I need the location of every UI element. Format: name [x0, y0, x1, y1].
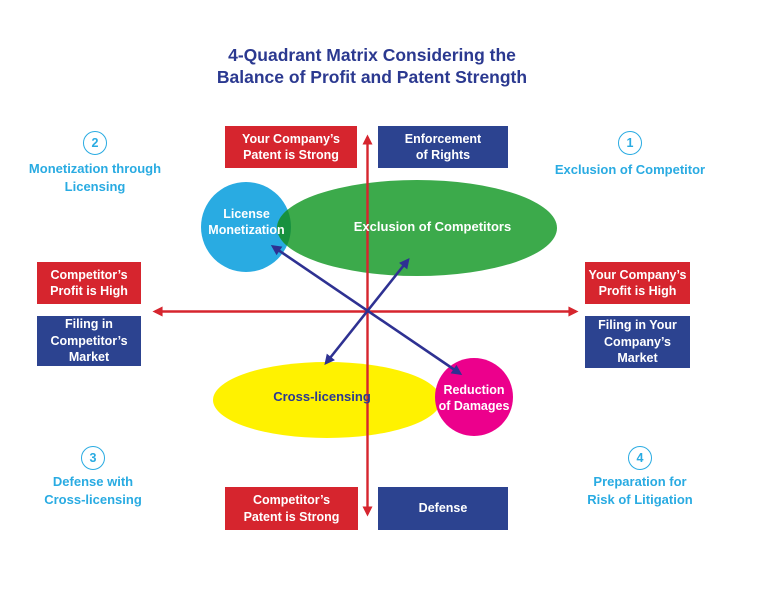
box-enforcement-of-rights: Enforcement of Rights — [378, 126, 508, 168]
box-defense: Defense — [378, 487, 508, 530]
quadrant-label-preparation: Preparation for Risk of Litigation — [587, 474, 693, 507]
reduction-of-damages-circle — [435, 358, 513, 436]
quadrant-label-exclusion: Exclusion of Competitor — [554, 162, 706, 177]
box-filing-competitor-market: Filing in Competitor’s Market — [37, 316, 141, 366]
box-competitor-patent-strong: Competitor’s Patent is Strong — [225, 487, 358, 530]
quadrant-number-4: 4 — [628, 446, 652, 470]
quadrant-number-3: 3 — [81, 446, 105, 470]
license-monetization-circle — [201, 182, 291, 272]
quadrant-label-monetization: Monetization through Licensing — [28, 161, 162, 194]
box-filing-your-company-market: Filing in Your Company’s Market — [585, 316, 690, 368]
label-exclusion-of-competitors: Exclusion of Competitors — [353, 219, 512, 234]
quadrant-number-2: 2 — [83, 131, 107, 155]
quadrant-label-defense: Defense with Cross-licensing — [44, 474, 142, 507]
quadrant-number-1: 1 — [618, 131, 642, 155]
cross-licensing-ellipse — [213, 362, 441, 438]
box-your-company-patent-strong: Your Company’s Patent is Strong — [225, 126, 357, 168]
label-license-monetization: License Monetization — [208, 207, 285, 238]
label-cross-licensing: Cross-licensing — [273, 389, 371, 404]
box-competitor-profit-high: Competitor’s Profit is High — [37, 262, 141, 304]
box-your-company-profit-high: Your Company’s Profit is High — [585, 262, 690, 304]
label-reduction-of-damages: Reduction of Damages — [438, 383, 510, 414]
diagram-title: 4-Quadrant Matrix Considering the Balanc… — [216, 45, 528, 88]
diagonal-arrow-cross-to-exclusion — [324, 257, 410, 366]
